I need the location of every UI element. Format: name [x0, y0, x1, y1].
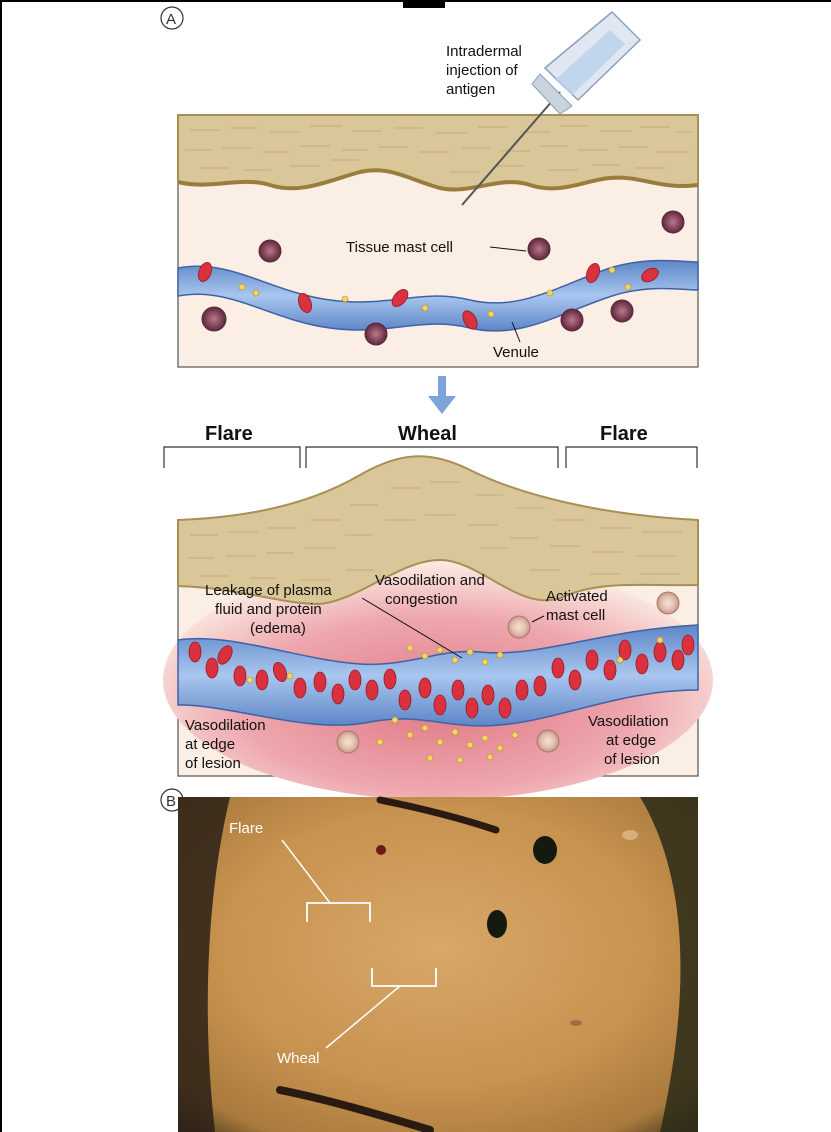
flare-right-label: Flare [600, 423, 648, 445]
photo-flare-label: Flare [229, 820, 263, 837]
activated-label-line1: Activated [546, 588, 608, 605]
down-arrow-icon [428, 376, 456, 414]
edge-right-line1: Vasodilation [588, 713, 669, 730]
panel-a-inflamed-section: Leakage of plasma fluid and protein (ede… [163, 456, 713, 800]
panel-a-skin-section: Intradermal injection of antigen Tissue … [178, 12, 698, 367]
photo-wheal-label: Wheal [277, 1050, 320, 1067]
panel-a-letter: A [161, 7, 183, 29]
activated-label-line2: mast cell [546, 607, 605, 624]
flare-left-label: Flare [205, 423, 253, 445]
edge-left-line1: Vasodilation [185, 717, 266, 734]
leakage-label-line2: fluid and protein [215, 601, 322, 618]
leakage-label-line1: Leakage of plasma [205, 582, 332, 599]
vasodilation-label-line1: Vasodilation and [375, 572, 485, 589]
injection-label-line1: Intradermal [446, 43, 522, 60]
venule-label: Venule [493, 344, 539, 361]
vasodilation-label-line2: congestion [385, 591, 458, 608]
edge-left-line3: of lesion [185, 755, 241, 772]
svg-text:B: B [166, 793, 176, 810]
injection-label-line2: injection of [446, 62, 519, 79]
mast-cell-label: Tissue mast cell [346, 239, 453, 256]
svg-text:A: A [166, 11, 176, 28]
edge-left-line2: at edge [185, 736, 235, 753]
edge-right-line2: at edge [606, 732, 656, 749]
wheal-label: Wheal [398, 423, 457, 445]
edge-right-line3: of lesion [604, 751, 660, 768]
injection-label-line3: antigen [446, 81, 495, 98]
leakage-label-line3: (edema) [250, 620, 306, 637]
